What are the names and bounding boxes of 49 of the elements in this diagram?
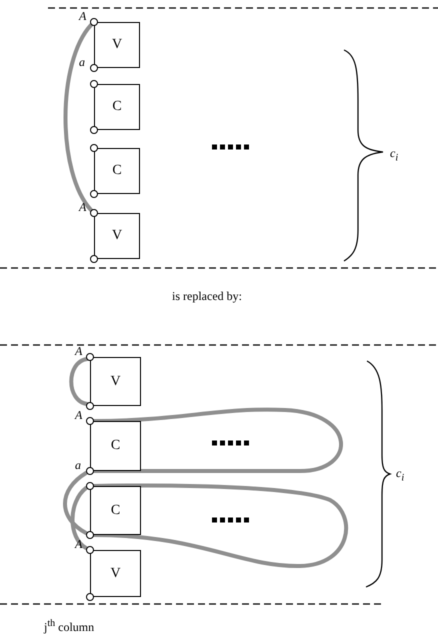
terminal-label: A [75,409,82,421]
terminal-label: a [75,459,81,471]
square-box [90,486,141,535]
box-letter: V [110,566,121,582]
terminal-circle [90,209,98,217]
terminal-label: A [75,345,82,357]
terminal-circle [86,417,94,425]
terminal-circle [90,144,98,152]
box-letter: C [112,163,122,179]
terminal-circle [86,531,94,539]
square-box [94,84,140,130]
rope-connector [70,486,88,550]
terminal-label: A [75,538,82,550]
brace-label: c$_{i}$ [396,466,404,484]
box-letter: C [112,99,122,115]
terminal-circle [90,255,98,263]
terminal-circle [90,18,98,26]
terminal-circle [90,190,98,198]
terminal-circle [86,482,94,490]
rope-connector [64,23,93,212]
terminal-label: a [79,56,85,68]
terminal-circle [86,546,94,554]
box-letter: V [112,37,122,53]
terminal-label: A [79,10,86,22]
square-box [90,550,141,597]
square-box [90,357,141,406]
terminal-circle [90,64,98,72]
square-box [94,22,140,68]
caption-text: is replaced by: [172,289,242,304]
terminal-circle [86,353,94,361]
box-letter: C [110,438,120,454]
box-letter: V [110,374,121,390]
box-letter: C [110,502,120,518]
box-letter: V [112,228,122,244]
column-label: j$^{th}$ column [44,618,94,635]
rope-connector [92,484,348,568]
rope-connector [92,408,343,473]
rope-connector [63,471,88,535]
rope-connector [69,357,89,406]
terminal-circle [90,80,98,88]
terminal-label: A [79,201,86,213]
terminal-circle [86,467,94,475]
terminal-circle [86,593,94,601]
square-box [94,148,140,194]
terminal-circle [86,402,94,410]
brace-label: c$_{i}$ [390,146,398,164]
terminal-circle [90,126,98,134]
square-box [94,213,140,259]
square-box [90,421,141,471]
